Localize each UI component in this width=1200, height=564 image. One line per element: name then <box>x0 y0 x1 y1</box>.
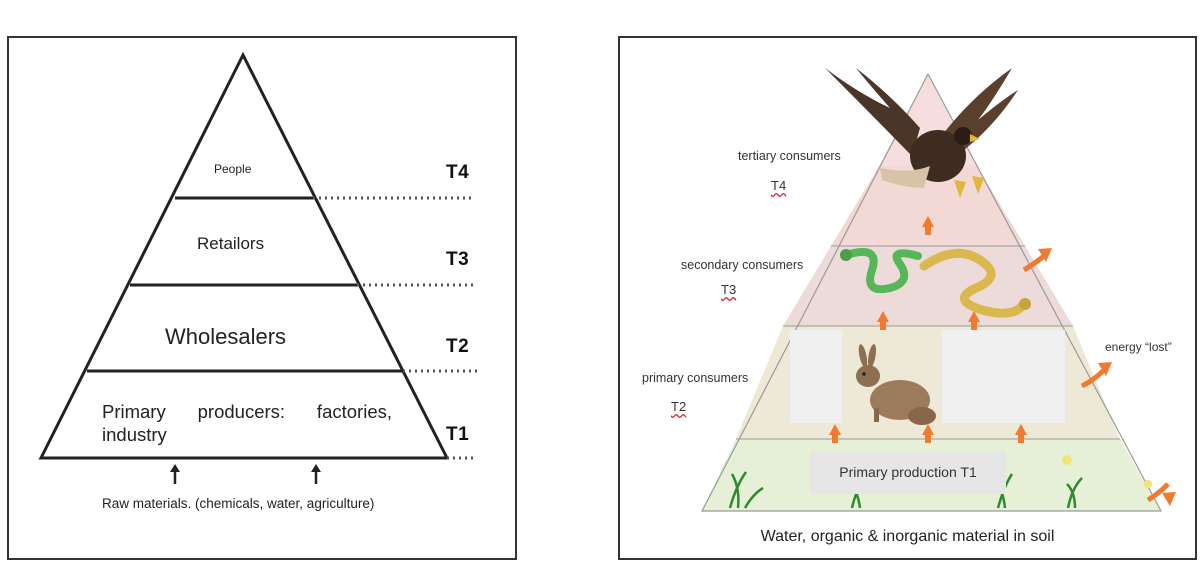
tier-code-t2: T2 <box>446 336 469 358</box>
soil-label: Water, organic & inorganic material in s… <box>620 528 1195 546</box>
tier-code-t3: T3 <box>446 249 469 271</box>
level-label-wholesalers: Wholesalers <box>165 324 286 350</box>
secondary-consumers-label: secondary consumers <box>681 258 803 272</box>
ecological-pyramid-panel: tertiary consumers T4 secondary consumer… <box>618 36 1197 560</box>
tier-code-t3-right: T3 <box>721 282 736 297</box>
up-arrow-icon <box>170 464 180 484</box>
supply-pyramid-shape <box>9 38 519 562</box>
tier-code-t4: T4 <box>446 162 469 184</box>
tier-code-t2-right: T2 <box>671 399 686 414</box>
primary-production-label: Primary production T1 <box>810 464 1006 480</box>
energy-lost-label: energy “lost” <box>1105 340 1172 354</box>
flower-icon <box>1062 455 1072 465</box>
level-label-retailors: Retailors <box>197 234 264 254</box>
tier-code-t4-right: T4 <box>771 178 786 193</box>
primary-consumers-label: primary consumers <box>642 371 748 385</box>
level-label-people: People <box>214 162 251 176</box>
ecological-pyramid-shape <box>620 38 1199 562</box>
supply-chain-pyramid-panel: People Retailors Wholesalers Primary pro… <box>7 36 517 560</box>
flower-icon <box>1144 480 1152 488</box>
up-arrow-icon <box>311 464 321 484</box>
level-label-primary-producers: Primary producers: factories, industry <box>102 400 392 446</box>
tier-code-t1: T1 <box>446 424 469 446</box>
tertiary-consumers-label: tertiary consumers <box>738 149 841 163</box>
raw-materials-label: Raw materials. (chemicals, water, agricu… <box>102 495 395 512</box>
